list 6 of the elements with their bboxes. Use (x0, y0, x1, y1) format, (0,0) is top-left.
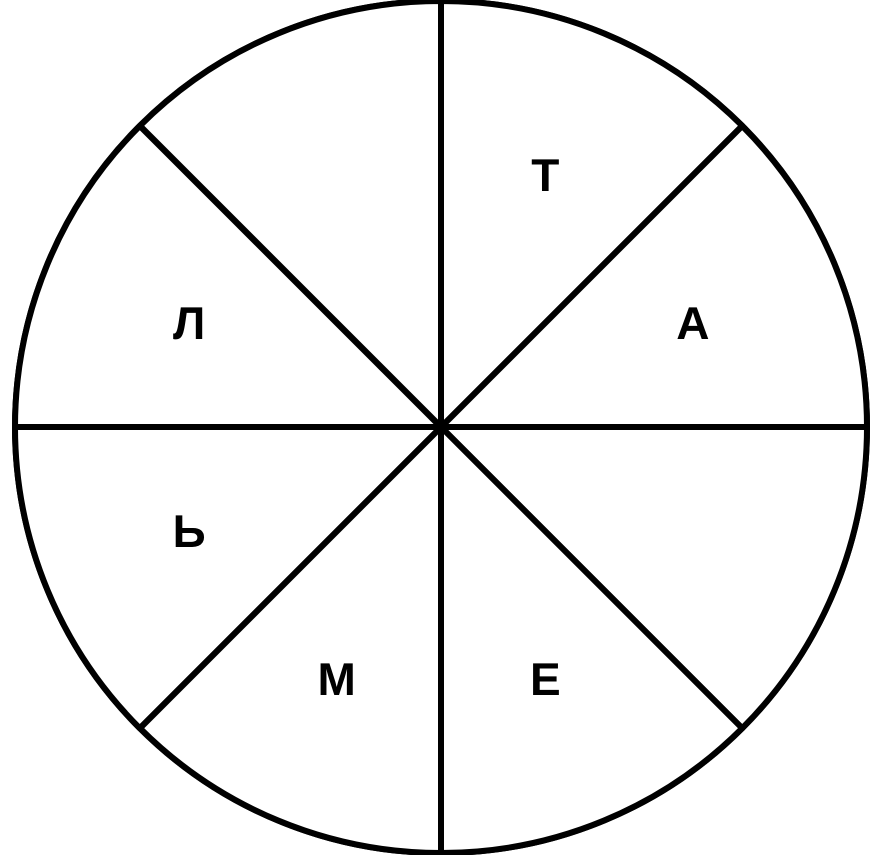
sector-letter: М (318, 656, 356, 702)
sector-letter: Е (530, 656, 561, 702)
sector-letter: Л (172, 300, 206, 346)
sector-letter: Ь (172, 508, 206, 554)
sector-letter: А (676, 300, 710, 346)
sector-letter: Т (531, 152, 560, 198)
